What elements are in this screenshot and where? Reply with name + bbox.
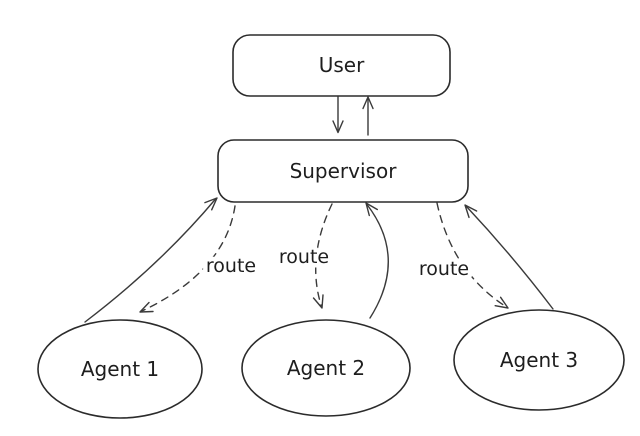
edge-label-route-3: route (419, 258, 469, 280)
arrowhead-down-icon (332, 120, 344, 134)
node-agent3-label: Agent 3 (500, 348, 578, 372)
node-supervisor: Supervisor (217, 139, 469, 203)
node-user: User (232, 34, 451, 97)
node-agent2: Agent 2 (241, 319, 411, 417)
node-agent1-label: Agent 1 (81, 357, 159, 381)
edge-label-route-1: route (206, 255, 256, 277)
edge-agent1-to-supervisor (84, 197, 218, 323)
edge-supervisor-to-user (362, 96, 374, 136)
node-agent2-label: Agent 2 (287, 356, 365, 380)
arrowhead-down-right-icon (494, 296, 509, 309)
edge-user-to-supervisor (332, 96, 344, 134)
edge-supervisor-to-agent1 (139, 205, 236, 313)
arrowhead-up-icon (365, 202, 378, 217)
arrowhead-down-icon (312, 294, 324, 309)
edge-agent3-to-supervisor (464, 204, 554, 310)
arrowhead-up-left-icon (464, 204, 478, 219)
node-user-label: User (319, 53, 365, 77)
arrowhead-up-icon (362, 96, 374, 110)
node-agent3: Agent 3 (453, 309, 625, 411)
arrowhead-up-right-icon (204, 197, 218, 211)
node-agent1: Agent 1 (37, 319, 203, 419)
node-supervisor-label: Supervisor (290, 159, 398, 183)
edge-supervisor-to-agent3 (436, 202, 509, 309)
edge-label-route-2: route (279, 246, 329, 268)
arrowhead-down-left-icon (139, 301, 154, 313)
edge-supervisor-to-agent2 (312, 203, 333, 309)
edge-agent2-to-supervisor (365, 202, 389, 319)
